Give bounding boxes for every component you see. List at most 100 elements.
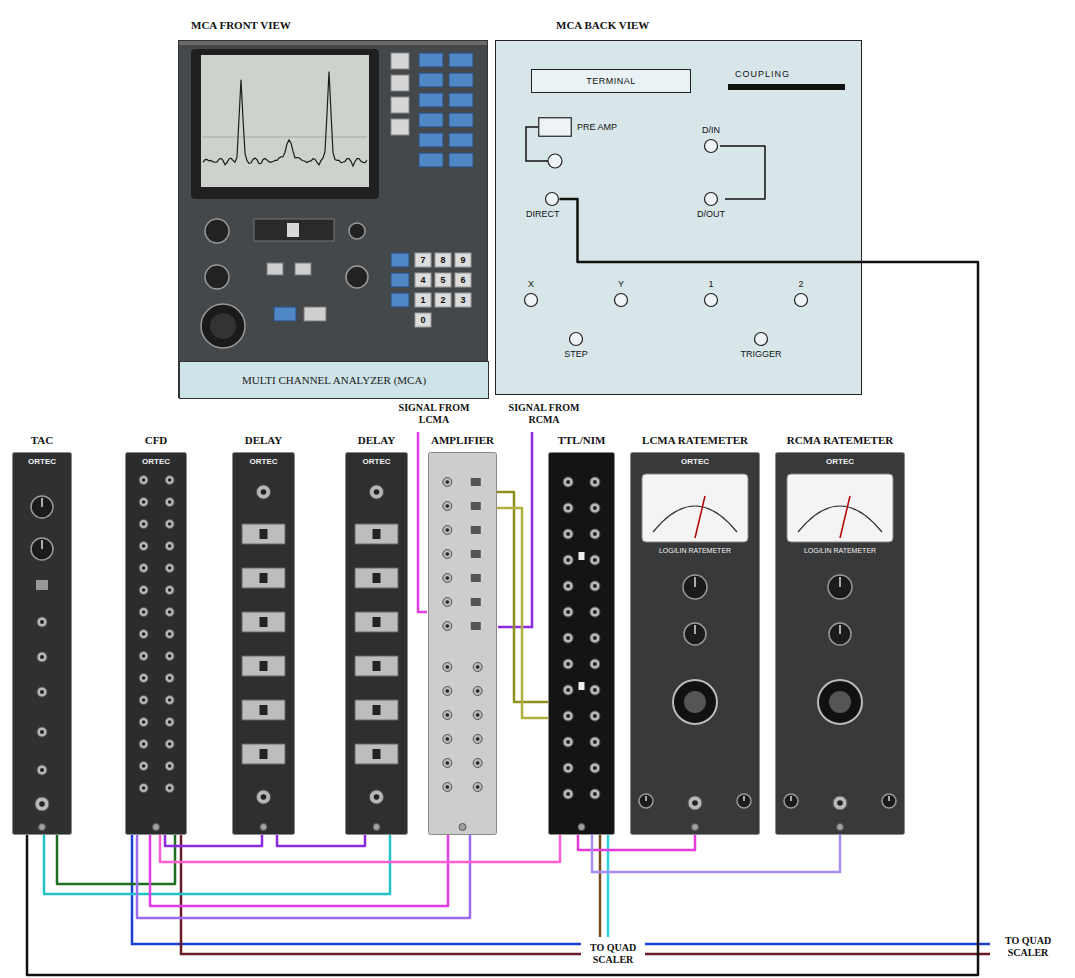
bnc-pin xyxy=(39,801,45,807)
crt-screen xyxy=(201,55,369,187)
bnc-connector xyxy=(590,633,600,643)
keypad-key xyxy=(435,273,451,287)
bnc-pin xyxy=(566,766,570,770)
bnc-pin xyxy=(593,636,597,640)
meter-scale-arc xyxy=(798,506,882,532)
bnc-connector xyxy=(443,478,452,487)
jack-label: STEP xyxy=(564,349,588,360)
function-button xyxy=(391,253,409,267)
bnc-connector xyxy=(370,485,384,499)
destination-label: TO QUAD SCALER xyxy=(996,934,1060,960)
bnc-pin xyxy=(566,662,570,666)
knob-pointer xyxy=(839,577,841,587)
bnc-connector xyxy=(139,564,148,573)
bnc-pin xyxy=(40,730,44,734)
bnc-pin xyxy=(168,654,172,658)
delay-switch xyxy=(355,524,398,544)
range-dial xyxy=(673,680,717,724)
brand-label: ORTEC xyxy=(363,457,391,467)
delay-switch xyxy=(355,744,398,764)
bnc-connector xyxy=(165,762,174,771)
caption-box: MULTI CHANNEL ANALYZER (MCA) xyxy=(179,361,489,399)
module-faceplate xyxy=(631,453,760,835)
bnc-pin xyxy=(566,636,570,640)
bnc-connector xyxy=(443,622,452,631)
bnc-connector xyxy=(563,737,573,747)
bnc-connector xyxy=(590,763,600,773)
function-button xyxy=(391,273,409,287)
bnc-connector xyxy=(139,586,148,595)
bnc-connector xyxy=(139,740,148,749)
bnc-connector xyxy=(443,574,452,583)
bnc-connector xyxy=(139,476,148,485)
meter-face xyxy=(642,474,748,542)
function-button xyxy=(274,307,296,321)
bnc-connector xyxy=(590,659,600,669)
keypad-digit: 1 xyxy=(415,293,431,307)
module-title: RCMA RATEMETER xyxy=(787,433,893,447)
module-faceplate xyxy=(776,453,905,835)
jack-outline xyxy=(703,191,719,207)
signal-cable xyxy=(418,432,427,612)
bnc-connector xyxy=(590,529,600,539)
bnc-pin xyxy=(142,610,146,614)
mca-housing xyxy=(179,41,487,361)
jack-circle xyxy=(795,294,808,307)
housing-trim xyxy=(179,41,487,45)
bnc-pin xyxy=(168,632,172,636)
bnc-pin xyxy=(142,544,146,548)
cable xyxy=(592,835,840,872)
bnc-connector xyxy=(37,765,47,775)
knob-pointer xyxy=(41,498,43,507)
function-button xyxy=(419,113,443,127)
module-faceplate xyxy=(346,453,408,835)
destination-label: TO QUAD SCALER xyxy=(581,941,645,967)
jack-outline xyxy=(568,331,584,347)
control-knob xyxy=(346,266,368,288)
bnc-pin xyxy=(142,500,146,504)
panel-screw xyxy=(578,824,585,831)
bnc-connector xyxy=(139,696,148,705)
panel-screw xyxy=(39,824,46,831)
bnc-connector xyxy=(590,503,600,513)
bnc-pin xyxy=(566,714,570,718)
switch-lever xyxy=(373,573,381,583)
keypad-digit: 9 xyxy=(455,253,471,267)
jack-outline xyxy=(523,292,539,308)
din-jack: D/IN xyxy=(702,125,720,154)
panel-title: MCA BACK VIEW xyxy=(556,18,649,32)
bnc-connector xyxy=(473,663,482,672)
jack-circle xyxy=(705,294,718,307)
meter-scale-label: LOG/LIN RATEMETER xyxy=(804,546,876,556)
bnc-pin xyxy=(142,698,146,702)
bnc-pin xyxy=(168,544,172,548)
panel-screw xyxy=(692,824,699,831)
bnc-pin xyxy=(142,786,146,790)
bnc-pin xyxy=(566,584,570,588)
keypad-key xyxy=(415,313,431,327)
cable xyxy=(27,199,978,975)
bnc-connector xyxy=(165,586,174,595)
bnc-connector xyxy=(443,663,452,672)
channel-1-jack: 1 xyxy=(703,279,719,308)
meter-scale-label: LOG/LIN RATEMETER xyxy=(659,546,731,556)
delay-switch xyxy=(242,524,285,544)
bnc-connector xyxy=(473,735,482,744)
jack-label: Y xyxy=(618,279,624,290)
cable xyxy=(277,835,365,846)
knob-pointer xyxy=(694,625,696,634)
jack-outline xyxy=(793,292,809,308)
bnc-pin xyxy=(593,532,597,536)
knob-pointer xyxy=(839,625,841,634)
module-title: TTL/NIM xyxy=(558,433,606,447)
loose-wires xyxy=(132,432,990,954)
bnc-pin xyxy=(168,610,172,614)
ttl-nim-module: TTL/NIM xyxy=(548,452,615,835)
bnc-pin xyxy=(692,800,698,806)
keypad-key xyxy=(455,293,471,307)
jack-circle xyxy=(545,193,558,206)
brand-label: ORTEC xyxy=(28,457,56,467)
function-button xyxy=(449,113,473,127)
cable xyxy=(160,835,560,862)
bnc-pin xyxy=(593,480,597,484)
